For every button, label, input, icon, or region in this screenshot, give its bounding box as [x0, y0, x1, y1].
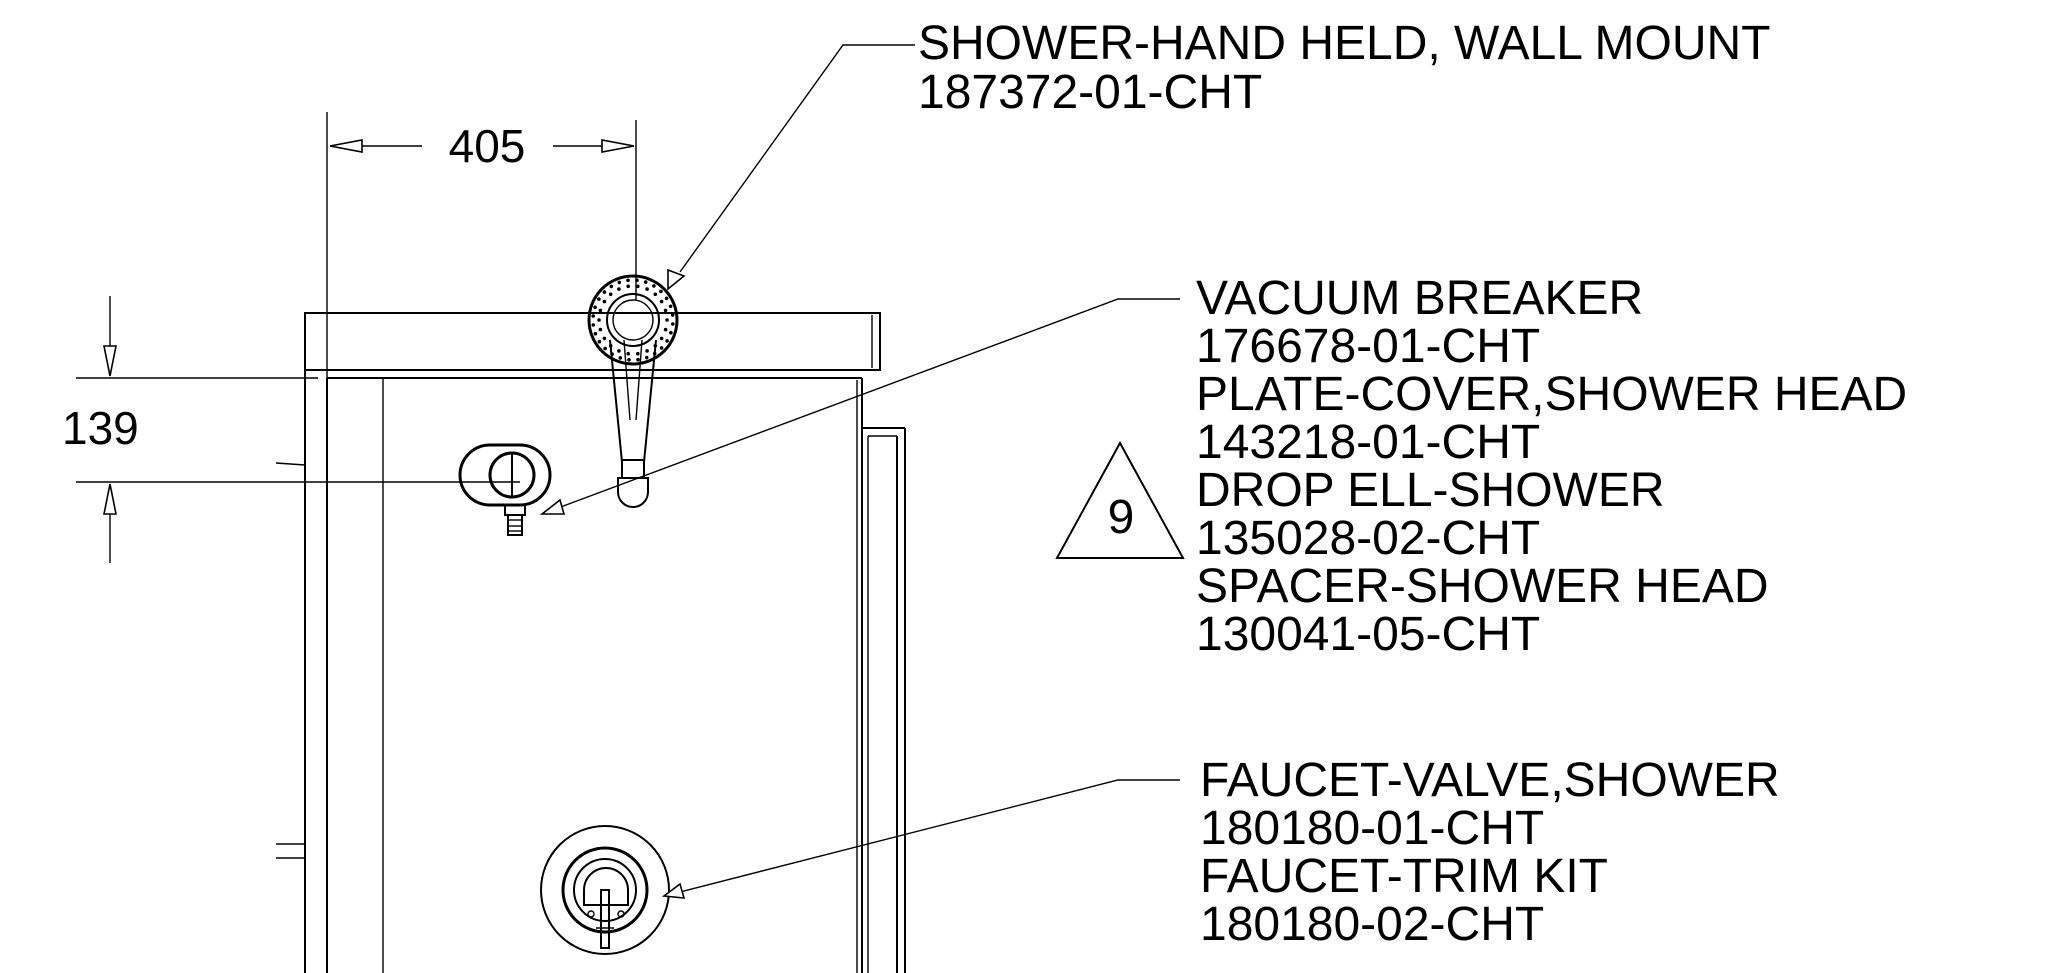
shower-nozzle-dot	[597, 339, 602, 344]
shower-nozzle-dot	[652, 284, 656, 288]
shower-nozzle-dot	[645, 349, 649, 353]
shower-nozzle-dot	[608, 343, 613, 348]
shower-nozzle-dot	[665, 339, 669, 343]
callout-vacuum-line: PLATE-COVER,SHOWER HEAD	[1196, 368, 1907, 421]
shower-nozzle-dot	[643, 280, 648, 284]
callout-vacuum-line: 143218-01-CHT	[1196, 416, 1540, 469]
shower-nozzle-dot	[664, 296, 669, 301]
shower-nozzle-dot	[635, 278, 639, 283]
dimension-405-label: 405	[449, 120, 526, 172]
callout-vacuum-line: SPACER-SHOWER HEAD	[1196, 560, 1769, 613]
shower-nozzle-dot	[659, 346, 664, 350]
callout-vacuum-line: VACUUM BREAKER	[1196, 272, 1643, 325]
shower-nozzle-dot	[663, 308, 668, 313]
dimension-vertical: 139	[62, 296, 520, 563]
vacuum-breaker-icon	[458, 443, 552, 536]
shower-nozzle-dot	[597, 318, 601, 322]
shower-nozzle-dot	[610, 352, 614, 356]
shower-nozzle-dot	[618, 356, 623, 360]
shower-nozzle-dot	[671, 322, 675, 326]
shower-nozzle-dot	[593, 331, 598, 336]
shower-nozzle-dot	[626, 284, 630, 289]
shower-nozzle-dot	[668, 304, 673, 309]
shower-nozzle-dot	[659, 299, 664, 304]
shower-nozzle-dot	[602, 290, 607, 294]
shower-nozzle-dot	[636, 284, 640, 289]
shower-nozzle-dot	[593, 305, 597, 310]
shower-nozzle-dot	[665, 318, 669, 322]
shower-nozzle-dot	[598, 327, 603, 332]
shower-nozzle-dot	[663, 327, 668, 332]
shower-nozzle-dot	[617, 349, 621, 353]
shower-nozzle-dot	[645, 287, 649, 291]
callout-faucet-line: 180180-02-CHT	[1200, 898, 1544, 951]
callout-shower-hand-line: SHOWER-HAND HELD, WALL MOUNT	[918, 17, 1771, 70]
shower-nozzle-dot	[597, 297, 601, 301]
shower-nozzle-dot	[652, 351, 657, 356]
shower-nozzle-dot	[591, 314, 595, 318]
shower-nozzle-dot	[602, 299, 607, 304]
leader-lines	[539, 44, 1180, 899]
callout-vacuum-line: 135028-02-CHT	[1196, 512, 1540, 565]
shower-enclosure	[275, 312, 906, 973]
shower-nozzle-dot	[626, 351, 630, 356]
shower-nozzle-dot	[617, 280, 622, 285]
shower-nozzle-dot	[670, 313, 675, 317]
callout-vacuum-line: 176678-01-CHT	[1196, 320, 1540, 373]
callout-shower-hand: SHOWER-HAND HELD, WALL MOUNT 187372-01-C…	[918, 17, 1771, 119]
revision-triangle: 9	[1055, 440, 1185, 559]
revision-number: 9	[1108, 491, 1135, 544]
shower-nozzle-dot	[669, 330, 673, 335]
shower-nozzle-dot	[626, 278, 630, 283]
callout-vacuum-breaker-group: VACUUM BREAKER 176678-01-CHT PLATE-COVER…	[1196, 272, 1907, 661]
faucet-valve-icon	[540, 825, 670, 955]
shower-nozzle-dot	[636, 351, 640, 356]
dimension-horizontal: 405	[326, 112, 637, 378]
callout-faucet-group: FAUCET-VALVE,SHOWER 180180-01-CHT FAUCET…	[1200, 754, 1780, 951]
shower-nozzle-dot	[617, 287, 621, 291]
shower-nozzle-dot	[608, 292, 613, 297]
callout-shower-hand-line: 187372-01-CHT	[918, 66, 1262, 119]
callout-vacuum-line: 130041-05-CHT	[1196, 608, 1540, 661]
callout-faucet-line: FAUCET-TRIM KIT	[1200, 850, 1608, 903]
shower-nozzle-dot	[591, 323, 596, 327]
dimension-139-label: 139	[62, 402, 139, 454]
shower-nozzle-dot	[636, 357, 640, 362]
hand-shower-icon	[587, 274, 679, 508]
shower-nozzle-dot	[659, 336, 664, 341]
shower-nozzle-dot	[602, 336, 607, 341]
shower-nozzle-dot	[603, 346, 607, 351]
shower-nozzle-dot	[653, 343, 658, 348]
shower-nozzle-dot	[659, 289, 663, 294]
shower-nozzle-dot	[598, 308, 603, 313]
shower-nozzle-dot	[653, 292, 658, 297]
callout-vacuum-line: DROP ELL-SHOWER	[1196, 464, 1665, 517]
shower-nozzle-dot	[627, 358, 631, 362]
callout-faucet-line: FAUCET-VALVE,SHOWER	[1200, 754, 1780, 807]
shower-nozzle-dot	[609, 284, 614, 289]
shower-nozzle-dot	[644, 355, 649, 360]
callout-faucet-line: 180180-01-CHT	[1200, 802, 1544, 855]
